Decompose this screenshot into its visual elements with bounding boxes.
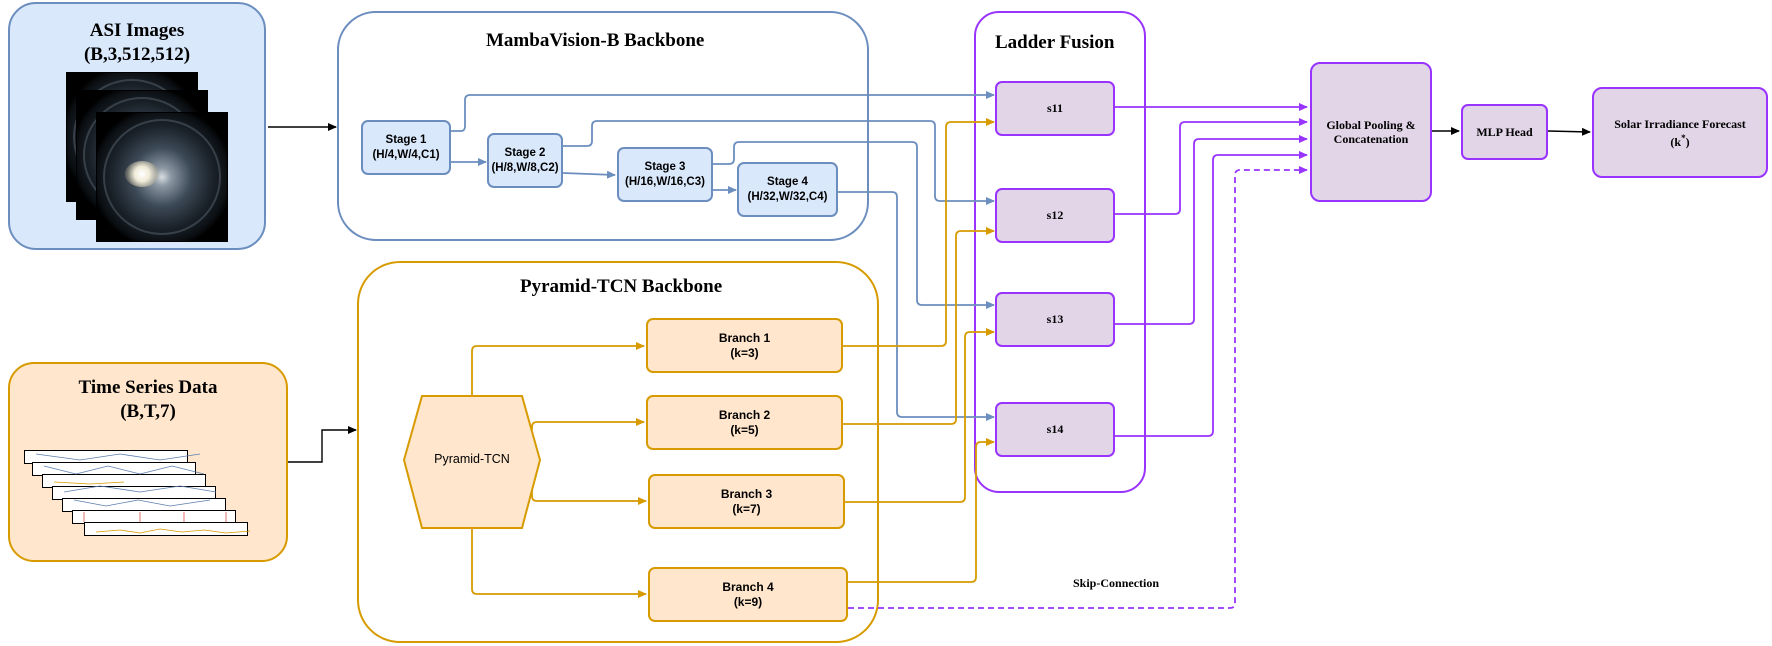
ts-sheet-7 bbox=[84, 522, 248, 536]
tcn-to-branch2-arrow bbox=[531, 418, 645, 430]
stage-2-box: Stage 2 (H/8,W/8,C2) bbox=[487, 133, 563, 188]
branch-4-kernel: (k=9) bbox=[733, 594, 763, 609]
branch-2-name: Branch 2 bbox=[718, 407, 771, 422]
branch3-to-s13-arrow bbox=[845, 328, 995, 503]
branch-1-kernel: (k=3) bbox=[730, 345, 759, 360]
s13-to-pool-arrow bbox=[1113, 135, 1308, 325]
stage-1-name: Stage 1 bbox=[385, 133, 427, 146]
stage-3-box: Stage 3 (H/16,W/16,C3) bbox=[617, 147, 713, 202]
stage4-to-s14-arrow bbox=[838, 191, 995, 421]
mlp-to-forecast-arrow bbox=[1547, 127, 1591, 136]
branch-3-box: Branch 3 (k=7) bbox=[648, 474, 845, 529]
branch-4-box: Branch 4 (k=9) bbox=[648, 567, 848, 622]
skip-connection-arrow bbox=[848, 166, 1308, 609]
asi-images-shape: (B,3,512,512) bbox=[83, 44, 191, 65]
ts-to-tcn-arrow bbox=[288, 426, 357, 463]
asi-images-title: ASI Images bbox=[89, 20, 185, 41]
forecast-line2: (k*) bbox=[1670, 132, 1690, 149]
s14-to-pool-arrow bbox=[1113, 151, 1308, 437]
branch-4-name: Branch 4 bbox=[722, 579, 774, 594]
skip-connection-label: Skip-Connection bbox=[1073, 576, 1160, 590]
forecast-box: Solar Irradiance Forecast (k*) bbox=[1592, 87, 1768, 178]
stage2-to-stage3-arrow bbox=[562, 170, 616, 179]
stage-1-dims: (H/4,W/4,C1) bbox=[372, 148, 440, 161]
stage-2-name: Stage 2 bbox=[504, 146, 546, 159]
stage-1-box: Stage 1 (H/4,W/4,C1) bbox=[361, 120, 451, 175]
branch-2-kernel: (k=5) bbox=[730, 422, 759, 437]
ladder-node-s14: s14 bbox=[995, 402, 1115, 457]
branch1-to-s11-arrow bbox=[843, 118, 995, 347]
pyramid-tcn-node-shape bbox=[402, 395, 542, 529]
forecast-line1: Solar Irradiance Forecast bbox=[1614, 116, 1746, 131]
stage-4-dims: (H/32,W/32,C4) bbox=[747, 190, 828, 203]
ladder-fusion-container bbox=[974, 11, 1146, 493]
mlp-head-box: MLP Head bbox=[1461, 104, 1548, 160]
pyramid-tcn-label: Pyramid-TCN bbox=[434, 452, 510, 466]
ladder-node-s14-label: s14 bbox=[1046, 422, 1064, 436]
branch-3-name: Branch 3 bbox=[720, 486, 773, 501]
stage-4-name: Stage 4 bbox=[767, 175, 808, 188]
tcn-to-branch4-arrow bbox=[471, 528, 647, 598]
tcn-backbone-container bbox=[357, 261, 879, 643]
branch4-to-s14-arrow bbox=[848, 438, 995, 583]
branch-1-box: Branch 1 (k=3) bbox=[646, 318, 843, 373]
stage2-to-s12-arrow bbox=[563, 120, 995, 205]
stage1-to-s11-arrow bbox=[451, 91, 995, 132]
time-series-shape: (B,T,7) bbox=[120, 401, 176, 422]
ladder-node-s12: s12 bbox=[995, 188, 1115, 243]
time-series-title: Time Series Data bbox=[78, 377, 218, 398]
ladder-node-s12-label: s12 bbox=[1046, 208, 1064, 222]
ladder-node-s13: s13 bbox=[995, 292, 1115, 347]
global-pooling-line2: Concatenation bbox=[1333, 132, 1409, 146]
tcn-to-branch1-arrow bbox=[471, 342, 645, 396]
global-pooling-line1: Global Pooling & bbox=[1326, 118, 1416, 132]
stage-4-box: Stage 4 (H/32,W/32,C4) bbox=[737, 162, 838, 217]
ladder-node-s13-label: s13 bbox=[1046, 312, 1064, 326]
mamba-backbone-title: MambaVision-B Backbone bbox=[486, 30, 705, 51]
ladder-node-s11: s11 bbox=[995, 81, 1115, 136]
ladder-node-s11-label: s11 bbox=[1046, 101, 1063, 115]
tcn-to-branch3-arrow bbox=[531, 490, 647, 505]
global-pooling-box: Global Pooling & Concatenation bbox=[1310, 62, 1432, 202]
stage-2-dims: (H/8,W/8,C2) bbox=[491, 161, 559, 174]
branch2-to-s12-arrow bbox=[843, 227, 995, 425]
ts-signal-traces bbox=[35, 453, 251, 534]
tcn-backbone-title: Pyramid-TCN Backbone bbox=[520, 276, 723, 297]
sky-image-3 bbox=[96, 112, 228, 242]
branch-1-name: Branch 1 bbox=[718, 330, 771, 345]
branch-3-kernel: (k=7) bbox=[732, 501, 761, 516]
mlp-head-label: MLP Head bbox=[1476, 125, 1533, 139]
stage-3-dims: (H/16,W/16,C3) bbox=[625, 175, 705, 188]
stage-3-name: Stage 3 bbox=[644, 160, 686, 173]
branch-2-box: Branch 2 (k=5) bbox=[646, 395, 843, 450]
stage3-to-s13-arrow bbox=[713, 141, 995, 309]
s12-to-pool-arrow bbox=[1113, 118, 1308, 215]
ladder-fusion-title: Ladder Fusion bbox=[995, 32, 1115, 53]
mamba-backbone-container bbox=[337, 11, 869, 241]
